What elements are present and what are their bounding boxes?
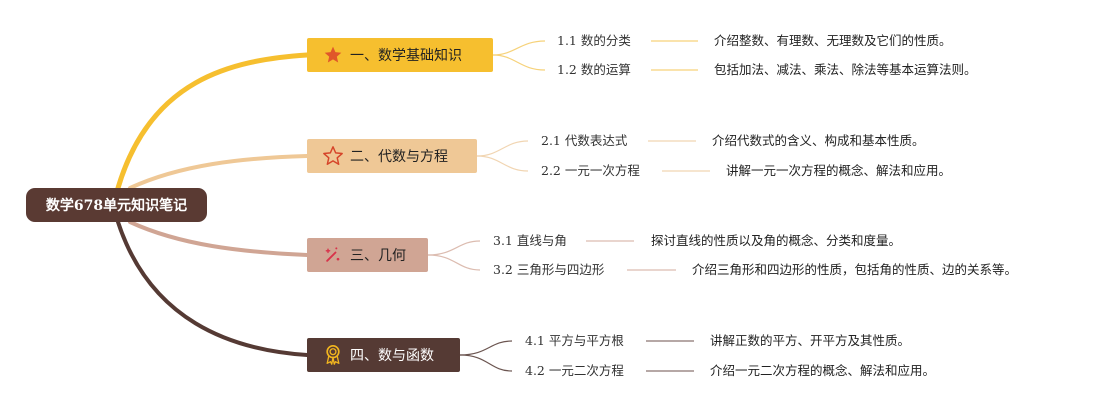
leaf-1-2[interactable]: 1.2 数的运算 — [557, 62, 631, 77]
connector-branch-1-leaf-2 — [492, 54, 546, 71]
leaf-1-2-description: 包括加法、减法、乘法、除法等基本运算法则。 — [714, 62, 977, 77]
connector-branch-1-leaf-1 — [492, 40, 546, 56]
connector-root-branch-2 — [128, 154, 309, 190]
branch-node-2[interactable]: 二、代数与方程 — [307, 139, 477, 173]
leaf-3-1[interactable]: 3.1 直线与角 — [493, 233, 567, 248]
connector-branch-4-leaf-1 — [459, 340, 513, 356]
leaf-3-2[interactable]: 3.2 三角形与四边形 — [493, 262, 605, 277]
leaf-3-1-description: 探讨直线的性质以及角的概念、分类和度量。 — [651, 233, 902, 248]
leaf-2-2[interactable]: 2.2 一元一次方程 — [541, 163, 640, 178]
branch-node-1[interactable]: 一、数学基础知识 — [307, 38, 493, 72]
root-node[interactable]: 数学678单元知识笔记 — [26, 188, 207, 222]
branch-node-3[interactable]: 三、几何 — [307, 238, 428, 272]
star-outline-icon — [322, 145, 344, 167]
leaf-2-1-description: 介绍代数式的含义、构成和基本性质。 — [712, 133, 925, 148]
leaf-4-2[interactable]: 4.2 一元二次方程 — [525, 363, 624, 378]
connector-branch-3-leaf-2 — [427, 254, 481, 271]
connector-branch-2-leaf-2 — [476, 155, 529, 172]
leaf-4-2-description: 介绍一元二次方程的概念、解法和应用。 — [710, 363, 936, 378]
magic-wand-icon — [322, 244, 344, 266]
medal-icon — [322, 344, 344, 366]
branch-label: 四、数与函数 — [350, 348, 434, 364]
branch-node-4[interactable]: 四、数与函数 — [307, 338, 460, 372]
leaf-1-1-description: 介绍整数、有理数、无理数及它们的性质。 — [714, 33, 952, 48]
branch-label: 二、代数与方程 — [350, 149, 448, 165]
connector-branch-2-leaf-1 — [476, 140, 529, 157]
connector-root-branch-1 — [115, 52, 310, 191]
connector-branch-4-leaf-2 — [459, 354, 513, 372]
leaf-2-2-description: 讲解一元一次方程的概念、解法和应用。 — [726, 163, 952, 178]
star-filled-icon — [322, 44, 344, 66]
leaf-3-2-description: 介绍三角形和四边形的性质，包括角的性质、边的关系等。 — [692, 262, 1018, 277]
leaf-4-1-description: 讲解正数的平方、开平方及其性质。 — [710, 333, 911, 348]
leaf-2-1[interactable]: 2.1 代数表达式 — [541, 133, 628, 148]
leaf-1-1[interactable]: 1.1 数的分类 — [557, 33, 631, 48]
branch-label: 一、数学基础知识 — [350, 48, 462, 64]
root-title: 数学678单元知识笔记 — [45, 198, 188, 214]
connector-root-branch-3 — [128, 220, 309, 257]
leaf-4-1[interactable]: 4.1 平方与平方根 — [525, 333, 624, 348]
connector-branch-3-leaf-1 — [427, 240, 481, 256]
connector-root-branch-4 — [116, 220, 309, 357]
branch-label: 三、几何 — [350, 248, 406, 264]
